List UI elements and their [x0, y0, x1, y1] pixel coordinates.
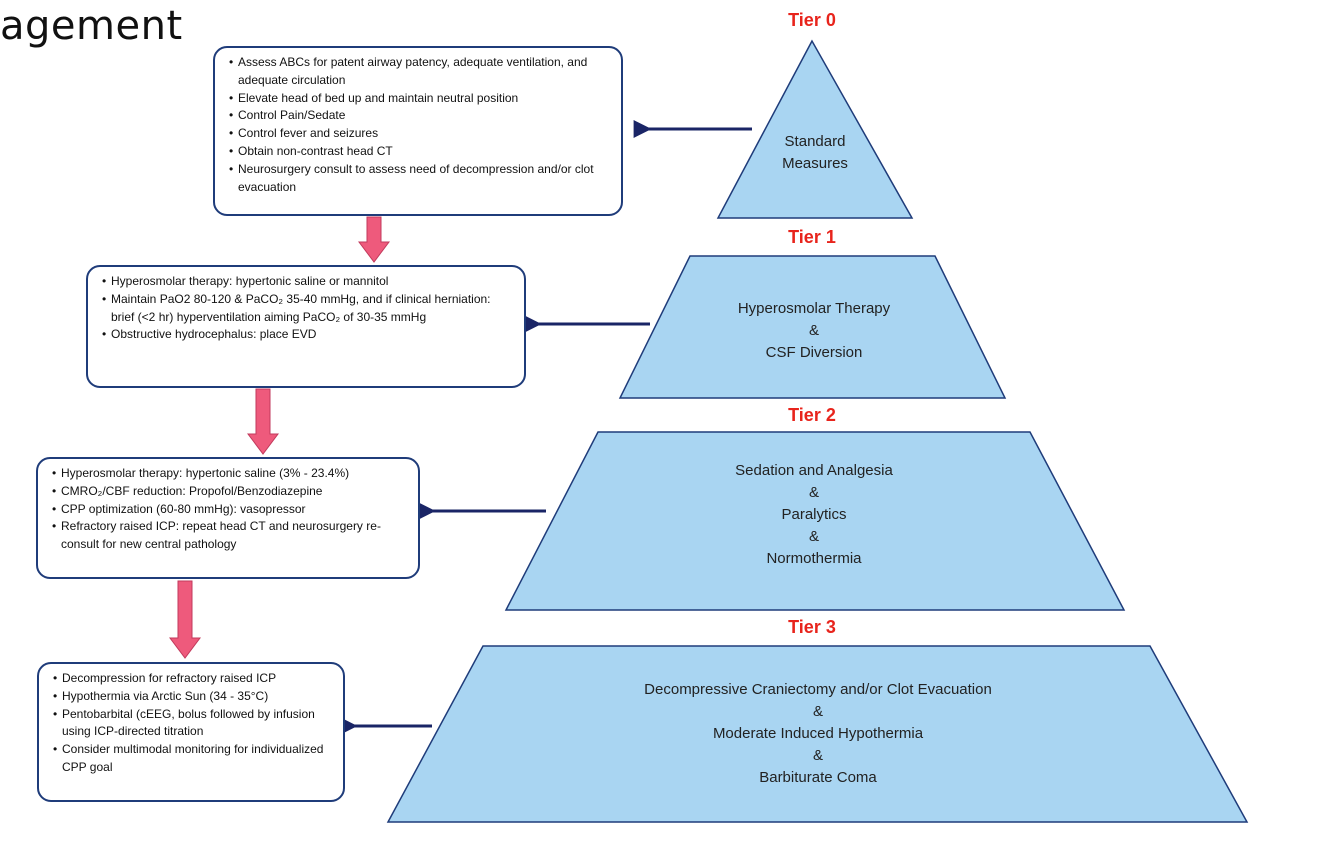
tier-0-measure-item: Control fever and seizures — [229, 125, 611, 143]
tier-2-line: Normothermia — [766, 550, 862, 567]
tier-0-measures-box: Assess ABCs for patent airway patency, a… — [213, 46, 623, 216]
tier-3-pyramid-text: Decompressive Craniectomy and/or Clot Ev… — [644, 679, 992, 789]
tier-2-line: Paralytics — [781, 506, 847, 523]
tier-1-trapezoid — [618, 255, 1007, 399]
tier-3-line: Decompressive Craniectomy and/or Clot Ev… — [644, 681, 992, 698]
tier-1-line: CSF Diversion — [765, 344, 863, 361]
tier-1-measure-item: Maintain PaO2 80-120 & PaCO₂ 35-40 mmHg,… — [102, 291, 514, 327]
tier-2-line: & — [808, 484, 820, 501]
tier-0-trapezoid — [716, 39, 914, 219]
tier-2-measures-box: Hyperosmolar therapy: hypertonic saline … — [36, 457, 420, 579]
tier-2-measure-item: Hyperosmolar therapy: hypertonic saline … — [52, 465, 408, 483]
tier-3-measures-box: Decompression for refractory raised ICP … — [37, 662, 345, 802]
tier-2-line: Sedation and Analgesia — [735, 462, 893, 479]
tier-0-label: Tier 0 — [788, 10, 836, 30]
tier-3-label: Tier 3 — [788, 617, 836, 637]
tier-0-line: Measures — [782, 155, 848, 172]
tier-0-measure-item: Assess ABCs for patent airway patency, a… — [229, 54, 611, 90]
tier-3-line: Barbiturate Coma — [759, 769, 877, 786]
tier-2-measure-item: CMRO₂/CBF reduction: Propofol/Benzodiaze… — [52, 483, 408, 501]
slide-title: agement — [0, 3, 183, 49]
tier-1-line: Hyperosmolar Therapy — [737, 300, 891, 317]
tier-2-trapezoid — [504, 431, 1126, 611]
tier-1-label: Tier 1 — [788, 227, 836, 247]
tier-0-measure-item: Elevate head of bed up and maintain neut… — [229, 90, 611, 108]
tier-3-measure-item: Pentobarbital (cEEG, bolus followed by i… — [53, 706, 333, 742]
tier-1-measures-box: Hyperosmolar therapy: hypertonic saline … — [86, 265, 526, 388]
tier-3-measure-item: Hypothermia via Arctic Sun (34 - 35°C) — [53, 688, 333, 706]
tier-3-measure-item: Decompression for refractory raised ICP — [53, 670, 333, 688]
tier-0-line: Standard — [784, 133, 846, 150]
tier-3-line: Moderate Induced Hypothermia — [712, 725, 924, 742]
tier-1-line: & — [808, 322, 820, 339]
tier-1-measure-item: Obstructive hydrocephalus: place EVD — [102, 326, 514, 344]
tier-3-trapezoid — [386, 645, 1249, 823]
tier-3-line: & — [812, 747, 823, 764]
down-arrow-0-1 — [358, 216, 390, 263]
tier-3-measure-item: Consider multimodal monitoring for indiv… — [53, 741, 333, 777]
tier-2-measure-item: CPP optimization (60-80 mmHg): vasopress… — [52, 501, 408, 519]
tier-1-measure-item: Hyperosmolar therapy: hypertonic saline … — [102, 273, 514, 291]
tier-2-pyramid-text: Sedation and Analgesia & Paralytics & No… — [735, 460, 893, 570]
tier-2-label: Tier 2 — [788, 405, 836, 425]
tier-1-pyramid-text: Hyperosmolar Therapy & CSF Diversion — [738, 298, 890, 364]
tier-2-line: & — [808, 528, 820, 545]
down-arrow-1-2 — [247, 388, 279, 455]
tier-0-pyramid-text: Standard Measures — [782, 131, 848, 175]
tier-2-measure-item: Refractory raised ICP: repeat head CT an… — [52, 518, 408, 554]
tier-0-measure-item: Obtain non-contrast head CT — [229, 143, 611, 161]
tier-0-measure-item: Neurosurgery consult to assess need of d… — [229, 161, 611, 197]
tier-0-measure-item: Control Pain/Sedate — [229, 107, 611, 125]
down-arrow-2-3 — [169, 580, 201, 659]
tier-3-line: & — [812, 703, 823, 720]
